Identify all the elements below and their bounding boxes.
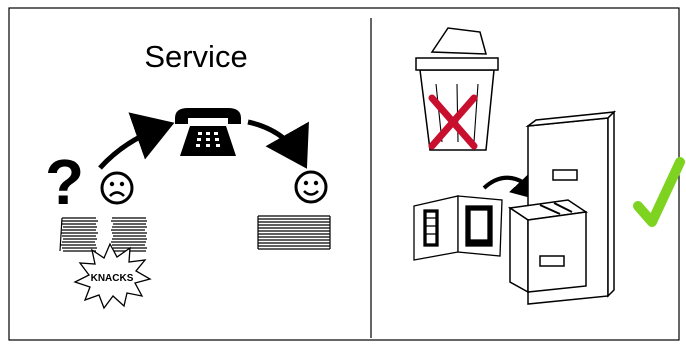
knacks-label: KNACKS: [91, 273, 134, 284]
arrow-icon: [248, 122, 302, 160]
burst-icon: KNACKS: [75, 244, 150, 308]
right-panel: [414, 28, 680, 304]
telephone-icon: [175, 108, 241, 156]
happy-face-icon: [296, 172, 326, 202]
question-mark: ?: [45, 146, 84, 218]
checkmark-icon: [638, 162, 680, 222]
arrow-icon: [100, 126, 165, 168]
paper-stack-icon: [258, 216, 330, 249]
paper-stack-icon: [60, 218, 98, 251]
sad-face-icon: [102, 173, 132, 203]
paper-stack-icon: [111, 218, 147, 251]
book-icon: [414, 196, 502, 260]
panel-title: Service: [144, 39, 247, 74]
left-panel: Service ?: [45, 39, 330, 308]
filing-cabinet-icon: [510, 112, 614, 304]
